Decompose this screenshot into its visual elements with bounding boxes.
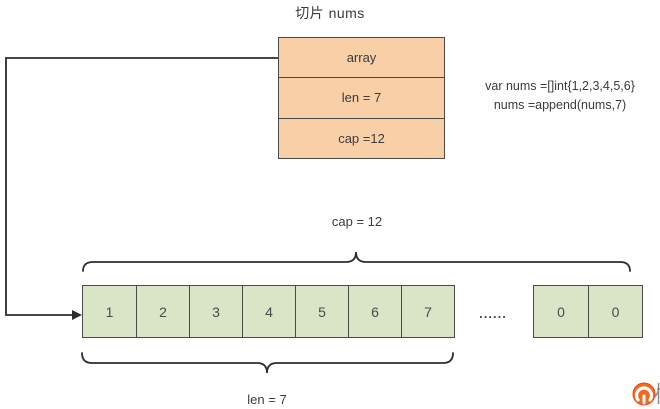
array-cell: 7 — [401, 286, 454, 337]
array-cell: 2 — [136, 286, 189, 337]
struct-field-len: len = 7 — [279, 77, 444, 117]
len-brace — [81, 352, 454, 374]
code-annotation: var nums =[]int{1,2,3,4,5,6} nums =appen… — [460, 77, 660, 115]
code-line-2: nums =append(nums,7) — [493, 98, 627, 112]
array-cell: 3 — [189, 286, 242, 337]
cap-brace — [82, 251, 631, 272]
slice-struct-box: array len = 7 cap =12 — [278, 37, 445, 159]
cap-brace-label: cap = 12 — [331, 214, 383, 229]
arrowhead-icon — [72, 310, 82, 320]
array-cell-zero: 0 — [557, 303, 565, 320]
array-cell: 6 — [348, 286, 401, 337]
partial-character — [654, 383, 660, 404]
len-brace-label: len = 7 — [247, 392, 287, 407]
struct-field-array: array — [346, 50, 377, 66]
ellipsis-dots: ...... — [479, 306, 507, 321]
array-cells-group: 1 2 3 4 5 6 7 — [82, 285, 455, 338]
array-cell: 5 — [295, 286, 348, 337]
pointer-line — [5, 57, 278, 316]
struct-field-cap: cap =12 — [279, 117, 444, 158]
array-cell: 4 — [242, 286, 295, 337]
zero-cells-group: 0 0 — [533, 285, 643, 338]
code-line-1: var nums =[]int{1,2,3,4,5,6} — [485, 79, 635, 93]
diagram-title: 切片 nums — [295, 5, 365, 21]
watermark-logo-icon — [632, 382, 660, 406]
array-cell-zero: 0 — [588, 286, 642, 337]
array-cell: 1 — [105, 303, 114, 320]
